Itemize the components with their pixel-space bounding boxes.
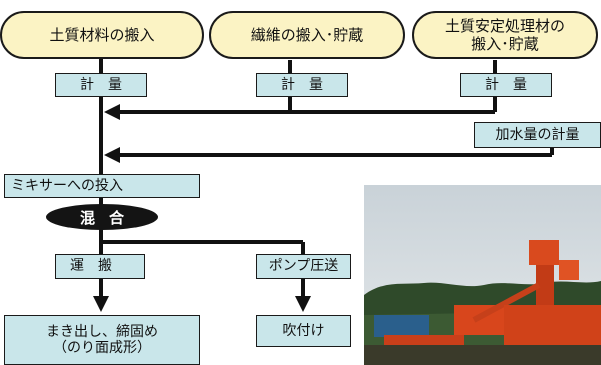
measure-box-fiber: 計量 <box>256 73 348 97</box>
input-stabilizer: 土質安定処理材の 搬入･貯蔵 <box>412 11 598 59</box>
mixing-label: 混合 <box>79 208 138 227</box>
spray-box: 吹付け <box>256 315 351 347</box>
measure-label-stabilizer: 計量 <box>485 76 541 93</box>
mixer-input-box: ミキサーへの投入 <box>4 174 200 198</box>
water-arrowhead <box>104 147 120 163</box>
input-fiber-label: 繊維の搬入･貯蔵 <box>250 26 364 44</box>
measure-label-fiber: 計量 <box>281 76 337 93</box>
mixer-tower <box>536 265 554 305</box>
spread-compact-label: まき出し、締固め （のり面成形） <box>46 323 158 356</box>
mixer-input-label: ミキサーへの投入 <box>11 177 123 194</box>
input-soil-material: 土質材料の搬入 <box>0 11 204 59</box>
blue-container <box>374 315 429 337</box>
machinery-photo-drawing <box>364 185 601 365</box>
pump-box: ポンプ圧送 <box>256 254 351 279</box>
spray-label: 吹付け <box>282 322 325 339</box>
transport-arrowhead <box>93 296 109 312</box>
foreground <box>364 345 601 365</box>
pump-label: ポンプ圧送 <box>268 258 339 275</box>
mixing-ellipse: 混合 <box>46 204 158 230</box>
measure-label-soil: 計量 <box>80 76 136 93</box>
transport-label: 運搬 <box>70 258 126 275</box>
transport-box: 運搬 <box>55 254 145 279</box>
plant-body <box>504 305 601 345</box>
water-measure-box: 加水量の計量 <box>474 122 601 148</box>
water-measure-label: 加水量の計量 <box>495 126 580 143</box>
pump-arrowhead <box>295 296 311 312</box>
measure-box-stabilizer: 計量 <box>460 73 552 97</box>
spread-compact-box: まき出し、締固め （のり面成形） <box>4 315 200 365</box>
hopper-top <box>529 240 559 265</box>
input-soil-material-label: 土質材料の搬入 <box>49 26 155 44</box>
input-stabilizer-label: 土質安定処理材の 搬入･貯蔵 <box>444 17 565 53</box>
measure-box-soil: 計量 <box>55 73 147 97</box>
merge-arrowhead <box>104 104 120 120</box>
conveyor-belt <box>472 282 541 323</box>
input-fiber: 繊維の搬入･貯蔵 <box>209 11 405 59</box>
hopper-side <box>559 260 579 280</box>
machinery-photo <box>364 185 601 365</box>
